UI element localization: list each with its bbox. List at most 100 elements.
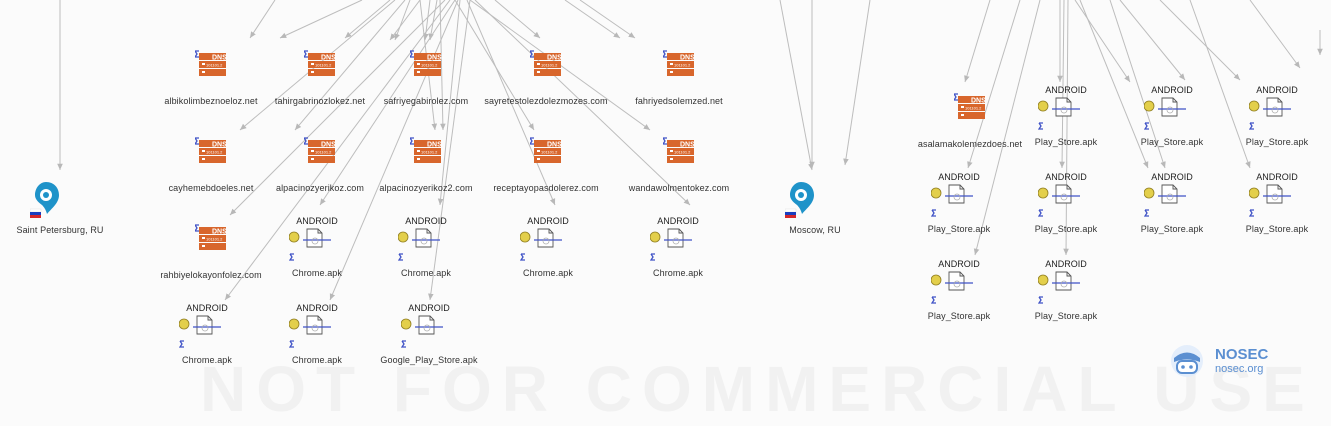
dns-domain-label: fahriyedsolemzed.net: [635, 96, 723, 106]
android-tag-label: ANDROID: [408, 303, 450, 313]
svg-text:101101.2: 101101.2: [421, 63, 438, 68]
brand-url: nosec.org: [1215, 363, 1264, 375]
graph-edge: [973, 0, 1041, 256]
dns-domain-label: wandawolmentokez.com: [628, 183, 730, 193]
graph-edge: [1079, 0, 1149, 169]
apk-filename-label: Chrome.apk: [400, 268, 452, 278]
graph-edge: [423, 0, 431, 41]
android-apk-file-icon[interactable]: [178, 315, 225, 353]
dns-domain-label: albikolimbeznoeloz.net: [164, 96, 258, 106]
svg-text:101101.2: 101101.2: [315, 150, 332, 155]
graph-edge: [1159, 0, 1241, 81]
graph-edge: [779, 0, 814, 171]
graph-edge: [1109, 0, 1166, 169]
svg-text:DNS: DNS: [680, 142, 695, 149]
location-label: Saint Petersburg, RU: [16, 225, 104, 235]
graph-edge: [319, 0, 456, 206]
graph-edge: [564, 0, 621, 39]
android-tag-label: ANDROID: [1256, 172, 1298, 182]
graph-edge: [843, 0, 871, 166]
android-tag-label: ANDROID: [938, 259, 980, 269]
dns-domain-label: receptayopasdolerez.com: [493, 183, 599, 193]
android-apk-file-icon[interactable]: [930, 271, 977, 309]
graph-edge: [494, 0, 541, 39]
svg-text:DNS: DNS: [547, 55, 562, 62]
android-tag-label: ANDROID: [405, 216, 447, 226]
android-apk-file-icon[interactable]: [1037, 184, 1084, 222]
graph-edge: [229, 0, 446, 216]
android-apk-file-icon[interactable]: [400, 315, 447, 353]
android-apk-file-icon[interactable]: [1037, 271, 1084, 309]
svg-text:DNS: DNS: [321, 142, 336, 149]
apk-filename-label: Play_Store.apk: [1034, 311, 1098, 321]
graph-edge: [224, 0, 451, 301]
apk-filename-label: Google_Play_Store.apk: [380, 355, 478, 365]
android-tag-label: ANDROID: [296, 303, 338, 313]
dns-domain-label: cayhemebdoeles.net: [168, 183, 254, 193]
android-tag-label: ANDROID: [527, 216, 569, 226]
android-apk-file-icon[interactable]: [930, 184, 977, 222]
apk-filename-label: Chrome.apk: [291, 355, 343, 365]
graph-edge: [294, 0, 406, 131]
svg-text:101101.2: 101101.2: [315, 63, 332, 68]
location-pin-icon[interactable]: [784, 180, 815, 220]
svg-text:101101.2: 101101.2: [206, 150, 223, 155]
android-tag-label: ANDROID: [1151, 85, 1193, 95]
android-apk-file-icon[interactable]: [288, 315, 335, 353]
android-tag-label: ANDROID: [1045, 259, 1087, 269]
location-pin-icon[interactable]: [29, 180, 60, 220]
svg-text:DNS: DNS: [321, 55, 336, 62]
graph-edge: [389, 0, 421, 41]
svg-text:DNS: DNS: [212, 229, 227, 236]
apk-filename-label: Play_Store.apk: [1034, 137, 1098, 147]
svg-text:101101.2: 101101.2: [541, 63, 558, 68]
apk-filename-label: Play_Store.apk: [1245, 137, 1309, 147]
graph-edge: [428, 0, 471, 301]
apk-filename-label: Play_Store.apk: [1245, 224, 1309, 234]
android-tag-label: ANDROID: [186, 303, 228, 313]
svg-text:DNS: DNS: [680, 55, 695, 62]
android-apk-file-icon[interactable]: [649, 228, 696, 266]
nosec-mascot-icon: [1171, 345, 1203, 377]
graph-edge: [967, 0, 1021, 169]
apk-filename-label: Play_Store.apk: [1140, 137, 1204, 147]
graph-edge: [1074, 0, 1131, 83]
android-apk-file-icon[interactable]: [1037, 97, 1084, 135]
graph-edge: [249, 0, 276, 39]
dns-domain-label: sayretestolezdolezmozes.com: [484, 96, 608, 106]
graph-edges: [57, 0, 1323, 301]
android-apk-file-icon[interactable]: [1248, 97, 1295, 135]
android-apk-file-icon[interactable]: [519, 228, 566, 266]
svg-text:DNS: DNS: [427, 55, 442, 62]
nosec-logo: NOSEC nosec.org: [1167, 341, 1287, 383]
dns-domain-label: alpacinozyerikoz.com: [275, 183, 365, 193]
android-apk-file-icon[interactable]: [288, 228, 335, 266]
graph-edge: [329, 0, 459, 301]
android-tag-label: ANDROID: [657, 216, 699, 226]
svg-text:101101.2: 101101.2: [421, 150, 438, 155]
svg-text:101101.2: 101101.2: [965, 106, 982, 111]
android-apk-file-icon[interactable]: [1143, 97, 1190, 135]
svg-text:101101.2: 101101.2: [674, 63, 691, 68]
android-apk-file-icon[interactable]: [1248, 184, 1295, 222]
android-apk-file-icon[interactable]: [1143, 184, 1190, 222]
android-apk-file-icon[interactable]: [397, 228, 444, 266]
svg-text:DNS: DNS: [212, 55, 227, 62]
graph-edge: [1063, 0, 1069, 256]
svg-text:101101.2: 101101.2: [541, 150, 558, 155]
apk-filename-label: Chrome.apk: [291, 268, 343, 278]
graph-edge: [428, 0, 438, 41]
